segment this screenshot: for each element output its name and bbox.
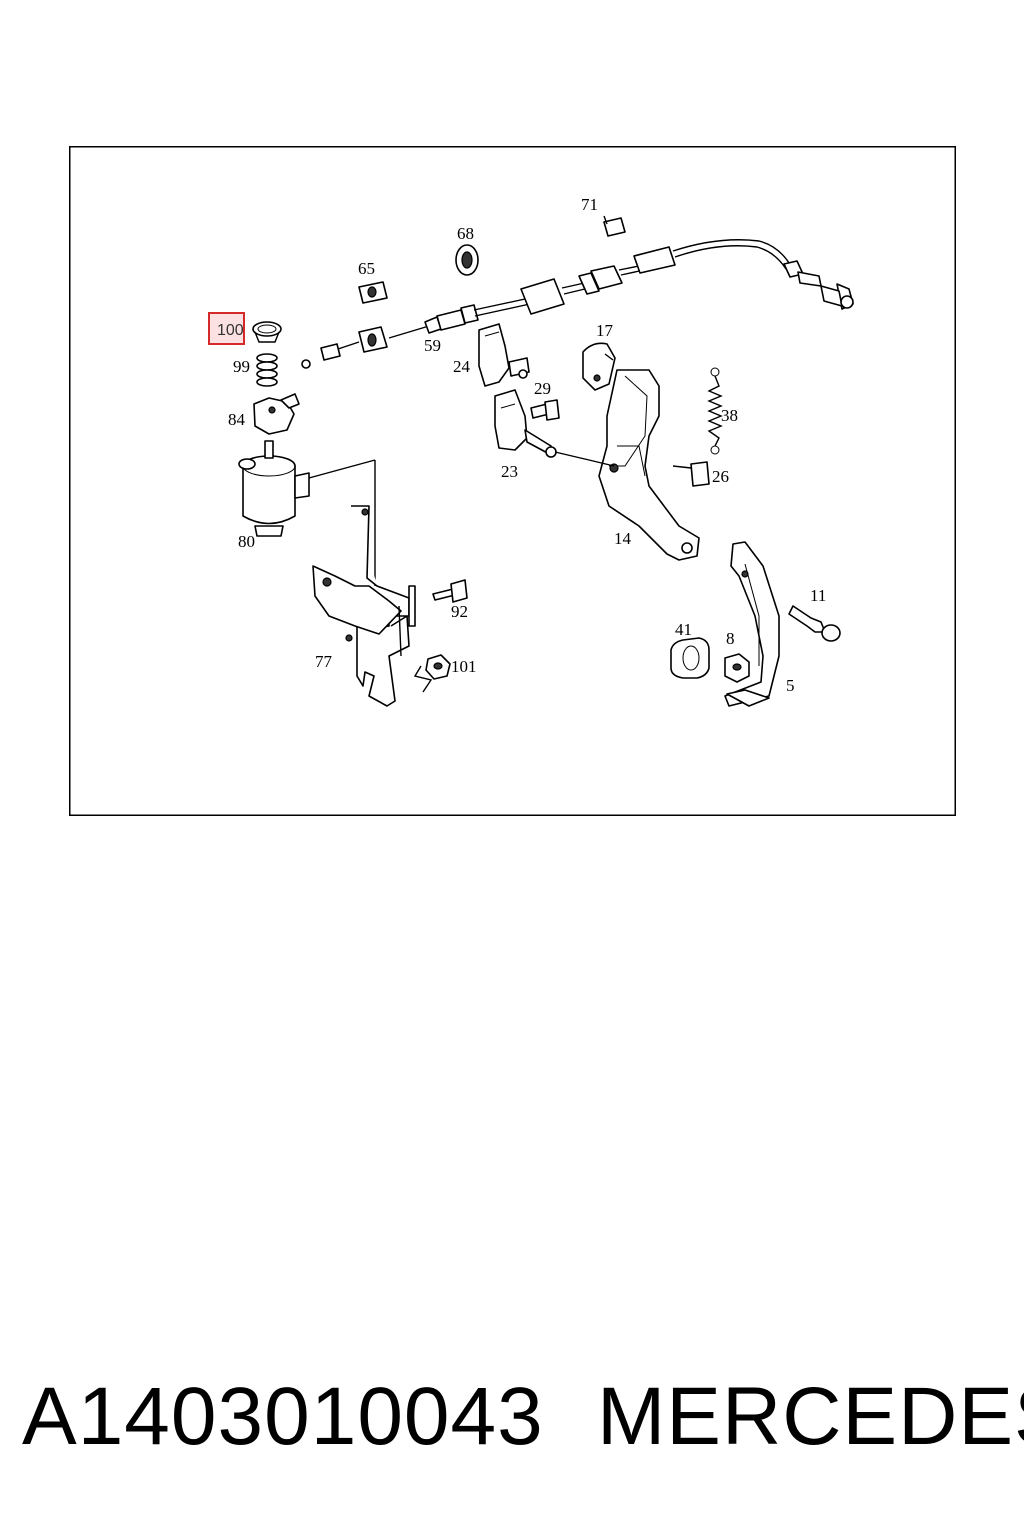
part-38-spring xyxy=(707,367,723,455)
callout-100: 100 xyxy=(217,322,244,339)
part-101-nut xyxy=(413,654,451,693)
part-24-bracket xyxy=(478,323,530,387)
callout-80: 80 xyxy=(238,532,255,551)
callout-84: 84 xyxy=(228,410,246,429)
highlighted-callout-100: 100 xyxy=(208,312,245,345)
part-17-plate xyxy=(582,342,616,391)
callout-77: 77 xyxy=(315,652,333,671)
callout-38: 38 xyxy=(721,406,738,425)
callout-8: 8 xyxy=(726,629,735,648)
part-41-bushing xyxy=(670,637,710,679)
part-100-cap xyxy=(252,321,282,343)
part-65-bushing xyxy=(358,281,388,304)
part-68-grommet xyxy=(455,244,479,276)
part-80-reservoir xyxy=(238,440,376,586)
footer: A1403010043 MERCEDES xyxy=(0,1370,1024,1470)
part-99-spring xyxy=(256,353,278,387)
callout-68: 68 xyxy=(457,224,474,243)
part-8-nut xyxy=(724,653,750,683)
brand-name: MERCEDES xyxy=(597,1371,1024,1462)
callout-26: 26 xyxy=(712,467,729,486)
callout-41: 41 xyxy=(675,620,692,639)
part-number: A1403010043 xyxy=(22,1371,544,1462)
callout-71: 71 xyxy=(581,195,598,214)
part-23-bracket xyxy=(494,389,590,461)
callout-5: 5 xyxy=(786,676,795,695)
callout-11: 11 xyxy=(810,586,826,605)
part-11-pin xyxy=(788,605,841,642)
callout-29: 29 xyxy=(534,379,551,398)
callout-59: 59 xyxy=(424,336,441,355)
part-14-pedal xyxy=(588,369,700,561)
callout-101: 101 xyxy=(451,657,477,676)
part-71-clip xyxy=(603,215,626,237)
part-26-clip xyxy=(672,461,710,487)
callout-65: 65 xyxy=(358,259,375,278)
callout-24: 24 xyxy=(453,357,471,376)
part-5-pedal-arm xyxy=(724,541,780,707)
diagram-frame xyxy=(69,146,956,816)
bushing-left xyxy=(301,326,388,369)
callout-14: 14 xyxy=(614,529,632,548)
callout-17: 17 xyxy=(596,321,614,340)
cable-assembly xyxy=(388,239,854,339)
callout-99: 99 xyxy=(233,357,250,376)
part-92-bolt xyxy=(432,579,468,603)
part-77-bracket xyxy=(312,505,416,707)
parts-diagram: 71 68 65 100 99 59 24 17 29 84 38 23 26 … xyxy=(69,146,956,816)
part-29-bolt xyxy=(530,399,560,421)
part-84-bracket xyxy=(253,393,300,435)
callout-92: 92 xyxy=(451,602,468,621)
callout-23: 23 xyxy=(501,462,518,481)
